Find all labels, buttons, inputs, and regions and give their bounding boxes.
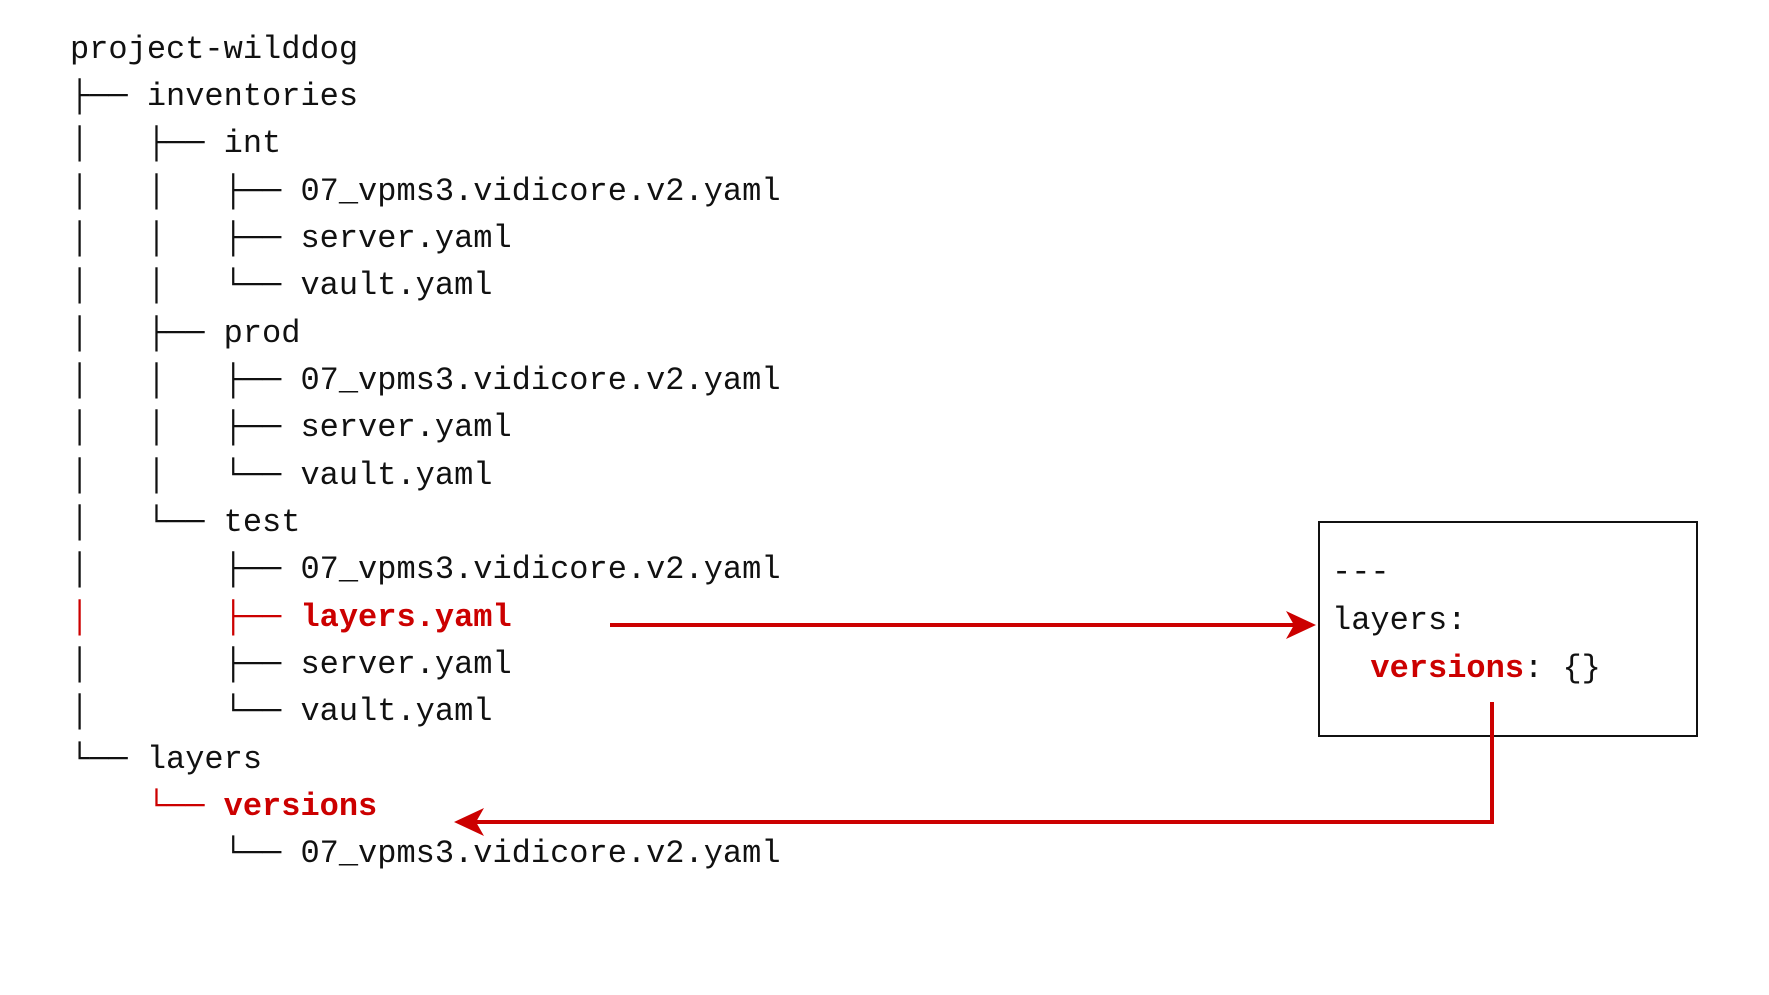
tree-item-file: 07_vpms3.vidicore.v2.yaml	[300, 173, 781, 210]
yaml-content-box: --- layers: versions: {}	[1318, 521, 1698, 737]
tree-prefix: │ ├──	[70, 599, 301, 636]
tree-item-versions: versions	[223, 788, 378, 825]
tree-line: │ │ ├── server.yaml	[70, 412, 512, 444]
tree-line: │ │ ├── 07_vpms3.vidicore.v2.yaml	[70, 365, 781, 397]
tree-line: │ └── vault.yaml	[70, 696, 492, 728]
tree-prefix: │ ├──	[70, 315, 224, 352]
tree-line: └── layers	[70, 744, 262, 776]
tree-item-file: server.yaml	[300, 409, 512, 446]
tree-item-prod: prod	[223, 315, 301, 352]
tree-item-file: vault.yaml	[300, 267, 493, 304]
tree-line: │ ├── prod	[70, 318, 300, 350]
tree-item-file: 07_vpms3.vidicore.v2.yaml	[300, 362, 781, 399]
tree-prefix: └──	[70, 835, 301, 872]
tree-item-int: int	[223, 125, 282, 162]
tree-item-layers-yaml: layers.yaml	[300, 599, 512, 636]
tree-item-file: server.yaml	[300, 646, 512, 683]
tree-prefix: │ ├──	[70, 646, 301, 683]
tree-line-root: project-wilddog	[70, 34, 358, 66]
tree-line: │ │ ├── 07_vpms3.vidicore.v2.yaml	[70, 176, 781, 208]
tree-line: │ ├── server.yaml	[70, 649, 512, 681]
tree-prefix: └──	[70, 741, 147, 778]
arrowhead-left-icon	[454, 808, 484, 836]
tree-prefix: │ └──	[70, 693, 301, 730]
tree-prefix: │ │ ├──	[70, 362, 301, 399]
tree-prefix: │ │ ├──	[70, 220, 301, 257]
tree-line-highlighted: │ ├── layers.yaml	[70, 602, 512, 634]
tree-line: │ │ ├── server.yaml	[70, 223, 512, 255]
tree-line: └── 07_vpms3.vidicore.v2.yaml	[70, 838, 781, 870]
tree-line: │ │ └── vault.yaml	[70, 270, 492, 302]
tree-item-file: 07_vpms3.vidicore.v2.yaml	[300, 835, 781, 872]
tree-item-file: vault.yaml	[300, 457, 493, 494]
tree-item-file: vault.yaml	[300, 693, 493, 730]
tree-prefix: │ │ └──	[70, 267, 301, 304]
tree-item-test: test	[223, 504, 301, 541]
tree-item-file: server.yaml	[300, 220, 512, 257]
tree-line: │ │ └── vault.yaml	[70, 460, 492, 492]
tree-prefix: │ │ └──	[70, 457, 301, 494]
tree-prefix: │ ├──	[70, 551, 301, 588]
yaml-value: : {}	[1524, 650, 1601, 687]
tree-line: │ ├── int	[70, 128, 281, 160]
tree-prefix: │ ├──	[70, 125, 224, 162]
arrowhead-right-icon	[1286, 611, 1316, 639]
tree-item-inventories: inventories	[146, 78, 359, 115]
tree-prefix: │ └──	[70, 504, 224, 541]
yaml-line-versions: versions: {}	[1332, 650, 1601, 687]
tree-item-project-wilddog: project-wilddog	[70, 31, 359, 68]
tree-item-layers: layers	[146, 741, 263, 778]
tree-prefix: │ │ ├──	[70, 409, 301, 446]
tree-prefix: │ │ ├──	[70, 173, 301, 210]
tree-prefix: └──	[70, 788, 224, 825]
tree-line: │ ├── 07_vpms3.vidicore.v2.yaml	[70, 554, 781, 586]
yaml-line-separator: ---	[1332, 554, 1390, 591]
tree-item-file: 07_vpms3.vidicore.v2.yaml	[300, 551, 781, 588]
tree-line-highlighted: └── versions	[70, 791, 377, 823]
yaml-key-versions: versions	[1370, 650, 1525, 687]
tree-line: │ └── test	[70, 507, 300, 539]
arrow-box-to-versions	[472, 702, 1494, 824]
tree-prefix: ├──	[70, 78, 147, 115]
tree-line: ├── inventories	[70, 81, 358, 113]
yaml-line-layers: layers:	[1332, 602, 1467, 639]
